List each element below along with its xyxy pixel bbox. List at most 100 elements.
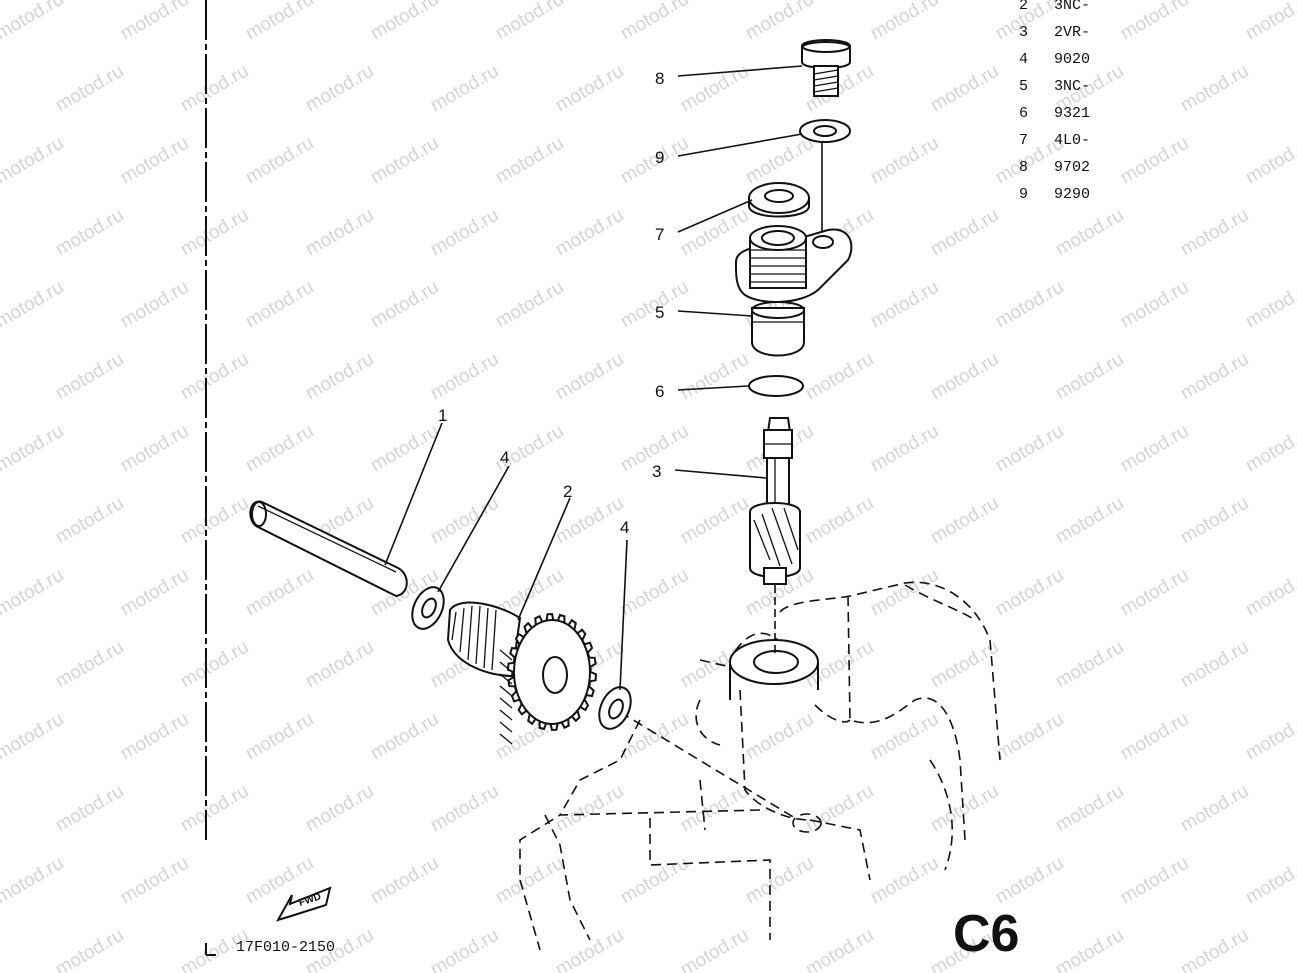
parts-list-number: 8: [1019, 159, 1028, 176]
watermark-text: motod.ru: [52, 781, 127, 837]
watermark-text: motod.ru: [242, 277, 317, 333]
watermark-text: motod.ru: [677, 61, 752, 117]
watermark-text: motod.ru: [552, 349, 627, 405]
parts-list-number: 2: [1019, 0, 1028, 14]
watermark-text: motod.ru: [367, 0, 442, 44]
watermark-text: motod.ru: [117, 853, 192, 909]
watermark-text: motod.ru: [0, 925, 2, 973]
watermark-text: motod.ru: [242, 709, 317, 765]
watermark-text: motod.ru: [617, 565, 692, 621]
watermark-text: motod.ru: [1052, 349, 1127, 405]
watermark-text: motod.ru: [302, 205, 377, 261]
watermark-text: motod.ru: [927, 781, 1002, 837]
parts-list-code: 2VR-: [1054, 24, 1090, 41]
part-4-washer-left: [411, 586, 445, 630]
callout-leader-lines: [384, 65, 803, 691]
engine-case-outline: [519, 581, 1001, 951]
watermark-text: motod.ru: [0, 277, 67, 333]
watermark-text: motod.ru: [1052, 925, 1127, 973]
watermark-text: motod.ru: [0, 133, 67, 189]
watermark-text: motod.ru: [0, 0, 67, 44]
watermark-text: motod.ru: [867, 133, 942, 189]
watermark-text: motod.ru: [52, 205, 127, 261]
watermark-text: motod.ru: [52, 61, 127, 117]
watermark-text: motod.ru: [1052, 205, 1127, 261]
watermark-text: motod.ru: [867, 277, 942, 333]
corner-mark-icon: [205, 943, 216, 956]
watermark-text: motod.ru: [177, 205, 252, 261]
watermark-text: motod.ru: [492, 277, 567, 333]
watermark-text: motod.ru: [867, 853, 942, 909]
watermark-text: motod.ru: [0, 853, 67, 909]
watermark-text: motod.ru: [1242, 565, 1297, 621]
parts-list-number: 4: [1019, 51, 1028, 68]
watermark-text: motod.ru: [617, 853, 692, 909]
watermark-text: motod.ru: [427, 205, 502, 261]
watermark-text: motod.ru: [1177, 61, 1252, 117]
gear-tooth-hatch: [499, 733, 513, 745]
part-3-shaft-gear: [749, 417, 801, 585]
parts-list-code: 9702: [1054, 159, 1090, 176]
watermark-text: motod.ru: [742, 0, 817, 44]
watermark-text: motod.ru: [0, 205, 2, 261]
watermark-text: motod.ru: [677, 925, 752, 973]
watermark-text: motod.ru: [242, 0, 317, 44]
watermark-text: motod.ru: [0, 709, 67, 765]
watermark-text: motod.ru: [0, 349, 2, 405]
callout-5: 5: [655, 303, 664, 322]
watermark-text: motod.ru: [1177, 349, 1252, 405]
callout-4-left: 4: [500, 448, 509, 467]
part-1-shaft: [249, 500, 408, 598]
watermark-text: motod.ru: [0, 493, 2, 549]
watermark-text: motod.ru: [927, 205, 1002, 261]
watermark-text: motod.ru: [552, 925, 627, 973]
watermark-text: motod.ru: [367, 853, 442, 909]
part-6-o-ring: [748, 375, 804, 397]
callout-7: 7: [655, 225, 664, 244]
watermark-text: motod.ru: [427, 781, 502, 837]
watermark-text: motod.ru: [1052, 637, 1127, 693]
watermark-text: motod.ru: [1177, 205, 1252, 261]
watermark-text: motod.ru: [927, 349, 1002, 405]
watermark-text: motod.ru: [1242, 0, 1297, 44]
callout-2: 2: [563, 482, 572, 501]
watermark-text: motod.ru: [177, 349, 252, 405]
watermark-text: motod.ru: [1117, 133, 1192, 189]
watermark-text: motod.ru: [117, 709, 192, 765]
watermark-text: motod.ru: [1117, 421, 1192, 477]
watermark-text: motod.ru: [52, 349, 127, 405]
watermark-text: motod.ru: [427, 349, 502, 405]
watermark-text: motod.ru: [992, 421, 1067, 477]
watermark-text: motod.ru: [117, 565, 192, 621]
watermark-text: motod.ru: [1242, 853, 1297, 909]
part-2-drive-gear: [446, 601, 598, 745]
watermark-text: motod.ru: [992, 853, 1067, 909]
watermark-text: motod.ru: [367, 709, 442, 765]
watermark-text: motod.ru: [427, 61, 502, 117]
watermark-text: motod.ru: [742, 709, 817, 765]
watermark-text: motod.ru: [427, 493, 502, 549]
watermark-text: motod.ru: [867, 421, 942, 477]
watermark-text: motod.ru: [1117, 853, 1192, 909]
watermark-text: motod.ru: [1242, 277, 1297, 333]
watermark-text: motod.ru: [1177, 637, 1252, 693]
watermark-text: motod.ru: [552, 493, 627, 549]
callout-9: 9: [655, 148, 664, 167]
watermark-text: motod.ru: [802, 781, 877, 837]
part-8-bolt: [801, 39, 851, 97]
watermark-text: motod.ru: [117, 421, 192, 477]
watermark-text: motod.ru: [1117, 0, 1192, 44]
watermark-text: motod.ru: [1177, 925, 1252, 973]
parts-list-code: 9020: [1054, 51, 1090, 68]
part-5-gear-housing: [734, 225, 853, 357]
watermark-text: motod.ru: [552, 61, 627, 117]
parts-list-code: 3NC-: [1054, 0, 1090, 14]
watermark-text: motod.ru: [0, 781, 2, 837]
watermark-text: motod.ru: [117, 133, 192, 189]
watermark-text: motod.ru: [677, 781, 752, 837]
watermark-text: motod.ru: [617, 0, 692, 44]
watermark-text: motod.ru: [802, 493, 877, 549]
watermark-text: motod.ru: [302, 637, 377, 693]
